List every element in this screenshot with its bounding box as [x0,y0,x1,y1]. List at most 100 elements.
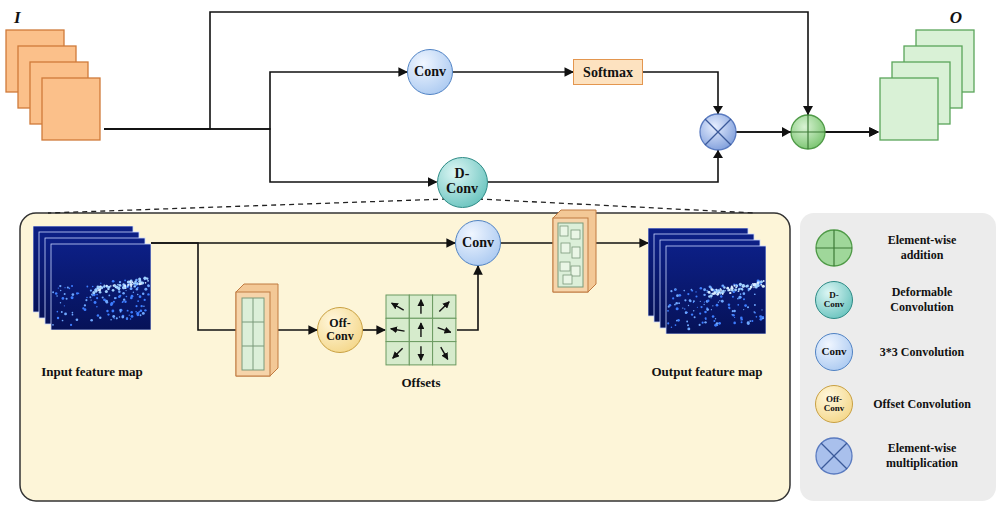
drawing-part [703,288,706,291]
node-label: D-Conv [445,167,479,196]
drawing-part [667,322,669,324]
drawing-part [64,305,65,306]
drawing-part [741,288,743,290]
feature-map-image [648,228,766,334]
drawing-part [560,262,570,271]
drawing-part [693,300,695,302]
drawing-part [754,304,756,306]
connector-arrow [104,129,437,182]
arrowhead [713,150,723,158]
drawing-part [687,324,689,326]
drawing-part [56,295,58,297]
tensor-slice [42,78,100,140]
drawing-part [689,299,691,301]
grid-cell [386,295,409,318]
drawing-part [96,294,98,296]
drawing-part [675,324,677,326]
offset-conv-circle: Off-Conv [317,307,363,353]
legend-text: Offset Convolution [866,397,978,412]
drawing-part [739,296,742,299]
drawing-part [121,285,122,286]
drawing-part [694,316,696,318]
drawing-part [722,290,724,292]
drawing-part [754,293,756,295]
drawing-part [70,324,72,326]
connector-arrow [643,72,878,132]
drawing-part [729,307,731,309]
drawing-part [684,299,686,301]
drawing-part [122,286,125,289]
drawing-part [699,313,701,315]
drawing-part [126,285,129,288]
drawing-part [131,281,133,283]
drawing-part [122,286,125,289]
drawing-part [734,289,737,292]
drawing-part [76,292,78,294]
drawing-part [753,284,756,287]
drawing-part [94,301,97,304]
drawing-part [748,290,750,292]
drawing-part [704,301,705,302]
drawing-part [553,210,596,292]
drawing-part [672,297,674,299]
drawing-part [728,304,731,307]
drawing-part [57,311,59,313]
feature-slice [51,244,151,330]
drawing-part [668,306,670,308]
tensor-label: I [4,8,104,28]
drawing-part [120,311,122,313]
drawing-part [674,304,676,306]
drawing-part [118,290,120,292]
drawing-part [741,321,743,323]
drawing-part [572,247,580,258]
drawing-part [750,286,753,289]
grid-cell [433,318,456,341]
drawing-part [236,284,278,376]
drawing-part [560,226,568,236]
icon-label: D-Conv [823,291,845,310]
drawing-part [728,306,730,308]
drawing-part [736,285,738,287]
legend-entry: Conv3*3 Convolution [812,328,992,376]
drawing-part [142,293,144,295]
image-caption: Output feature map [652,364,763,380]
drawing-part [762,285,765,288]
drawing-part [136,288,138,290]
drawing-part [119,316,121,318]
drawing-part [147,293,149,295]
drawing-part [738,296,741,299]
grid-cell [386,342,409,365]
drawing-part [737,304,739,306]
drawing-part [816,230,852,266]
softmax-box: Softmax [573,59,643,85]
drawing-part [123,298,125,300]
drawing-part [733,322,736,325]
drawing-part [100,283,101,284]
drawing-part [144,309,146,311]
drawing-part [700,306,702,308]
drawing-part [126,317,128,319]
deformable-conv-circle: D-Conv [437,157,488,208]
drawing-part [114,285,117,288]
zoom-line [478,199,754,213]
drawing-part [107,288,109,290]
drawing-part [761,309,762,310]
drawing-part [571,230,580,239]
drawing-part [685,311,688,314]
drawing-part [743,298,745,300]
addition-symbol [791,115,825,149]
drawing-part [712,315,715,318]
drawing-part [90,289,92,291]
drawing-part [676,307,679,310]
drawing-part [142,312,145,315]
drawing-part [711,288,714,291]
drawing-part [112,280,115,283]
drawing-part [756,316,758,318]
arrowhead [782,127,791,137]
drawing-part [146,278,148,280]
drawing-part [558,223,583,287]
drawing-part [89,296,91,298]
drawing-part [728,289,731,292]
drawing-part [72,312,74,314]
offset-arrow [439,302,449,312]
